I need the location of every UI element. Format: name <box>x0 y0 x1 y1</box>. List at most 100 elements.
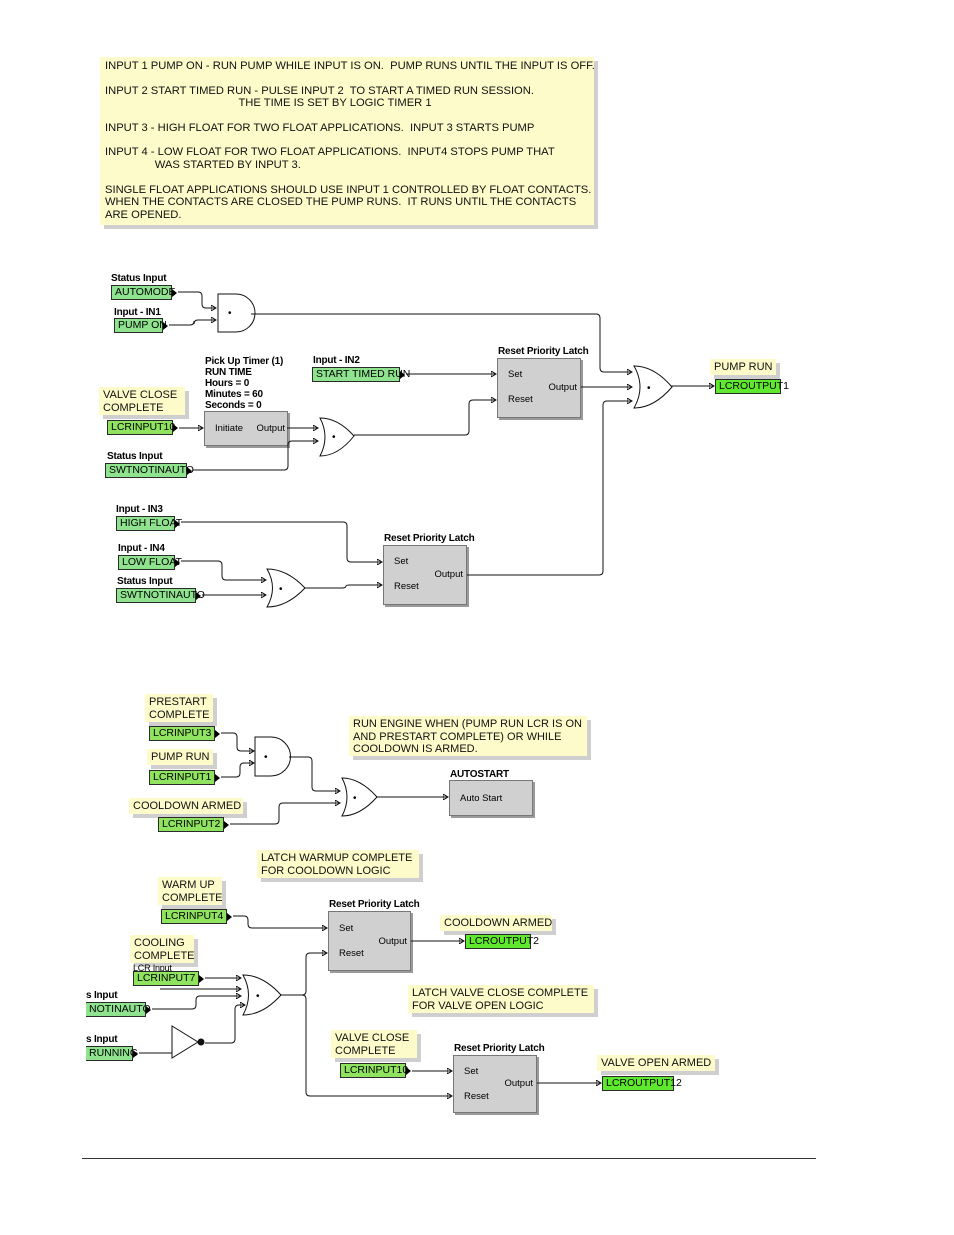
note-line: SINGLE FLOAT APPLICATIONS SHOULD USE INP… <box>105 183 592 196</box>
label-status-input-2: Status Input <box>107 451 163 462</box>
pin-reset: Reset <box>394 581 419 592</box>
note-line: VALVE OPEN ARMED <box>601 1057 712 1069</box>
or-gate-3 <box>341 777 378 817</box>
note-line: ARE OPENED. <box>105 208 182 221</box>
pin-initiate: Initiate <box>215 423 243 434</box>
not-gate <box>171 1025 199 1059</box>
pin-reset: Reset <box>464 1091 489 1102</box>
label-status-input-3: Status Input <box>117 576 173 587</box>
timer-title: Pick Up Timer (1) <box>205 356 284 367</box>
note-line: LATCH WARMUP COMPLETE <box>261 852 413 864</box>
tag-high-float[interactable]: HIGH FLOAT <box>116 516 182 531</box>
label-s-input-1: s Input <box>86 990 118 1001</box>
pin-output: Output <box>548 382 577 393</box>
pin-reset: Reset <box>508 394 533 405</box>
or-gate-main <box>633 365 673 409</box>
autostart-block[interactable]: Auto Start <box>449 780 533 816</box>
pin-reset: Reset <box>339 948 364 959</box>
note-line: INPUT 2 START TIMED RUN - PULSE INPUT 2 … <box>105 84 534 97</box>
tag-pump-on[interactable]: PUMP ON <box>114 318 168 333</box>
latch-4-block[interactable]: Set Output Reset <box>453 1055 537 1113</box>
or-gate-2-symbol: • <box>279 584 283 595</box>
tag-lcroutput2[interactable]: LCROUTPUT2 <box>465 934 539 949</box>
pin-output: Output <box>378 936 407 947</box>
note-line: COMPLETE <box>335 1044 396 1057</box>
tag-automode[interactable]: AUTOMODE <box>111 285 177 300</box>
pin-auto-start: Auto Start <box>460 793 503 804</box>
latch-1-block[interactable]: Set Output Reset <box>497 358 581 418</box>
pin-set: Set <box>339 923 354 934</box>
note-line: INPUT 1 PUMP ON - RUN PUMP WHILE INPUT I… <box>105 60 595 72</box>
note-line: AND PRESTART COMPLETE) OR WHILE <box>353 730 562 743</box>
or-gate-1 <box>319 417 355 457</box>
timer-minutes: Minutes = 60 <box>205 389 263 400</box>
tag-lcroutput1[interactable]: LCROUTPUT1 <box>715 379 789 394</box>
note-line: INPUT 3 - HIGH FLOAT FOR TWO FLOAT APPLI… <box>105 121 535 134</box>
tag-lcrinput3[interactable]: LCRINPUT3 <box>149 726 220 741</box>
and-gate-1 <box>217 293 256 333</box>
note-pump-run-out: PUMP RUN <box>710 359 776 375</box>
note-line: FOR COOLDOWN LOGIC <box>261 864 391 877</box>
pin-set: Set <box>394 556 409 567</box>
note-line: VALVE CLOSE <box>335 1032 410 1044</box>
label-input-in4: Input - IN4 <box>118 543 165 554</box>
note-line: LATCH VALVE CLOSE COMPLETE <box>412 987 589 999</box>
label-latch-2: Reset Priority Latch <box>384 533 475 544</box>
latch-2-block[interactable]: Set Output Reset <box>383 545 467 605</box>
label-latch-4: Reset Priority Latch <box>454 1043 545 1054</box>
note-line: COMPLETE <box>162 891 223 904</box>
note-line: COMPLETE <box>134 949 195 962</box>
pin-set: Set <box>464 1066 479 1077</box>
or-gate-4-symbol: • <box>256 991 260 1002</box>
and-gate-2-symbol: • <box>264 752 268 763</box>
note-line: VALVE CLOSE <box>103 389 178 401</box>
pin-set: Set <box>508 369 523 380</box>
tag-lcrinput10-a[interactable]: LCRINPUT10 <box>107 420 178 435</box>
note-line: COMPLETE <box>149 708 210 721</box>
tag-lcroutput12[interactable]: LCROUTPUT12 <box>602 1076 682 1091</box>
note-line: COMPLETE <box>103 401 164 414</box>
note-line: WARM UP <box>162 879 215 891</box>
tag-start-timed-run[interactable]: START TIMED RUN <box>312 367 410 382</box>
timer-seconds: Seconds = 0 <box>205 400 262 411</box>
latch-3-block[interactable]: Set Output Reset <box>328 911 411 971</box>
label-latch-3: Reset Priority Latch <box>329 899 420 910</box>
label-input-in3: Input - IN3 <box>116 504 163 515</box>
note-line: PRESTART <box>149 696 207 708</box>
note-line: WHEN THE CONTACTS ARE CLOSED THE PUMP RU… <box>105 196 577 209</box>
and-gate-2 <box>254 736 291 777</box>
tag-running[interactable]: RUNNING <box>86 1046 138 1061</box>
tag-swtnotinauto-a[interactable]: SWTNOTINAUTO <box>105 463 194 478</box>
tag-low-float[interactable]: LOW FLOAT <box>118 555 182 570</box>
note-line: COOLDOWN IS ARMED. <box>353 743 478 755</box>
tag-swtnotinauto-b[interactable]: SWTNOTINAUTO <box>116 588 205 603</box>
pin-output: Output <box>504 1078 533 1089</box>
label-lcr-input-small: LCR Input <box>133 963 172 973</box>
pin-output: Output <box>256 423 285 434</box>
tag-notinauto[interactable]: NOTINAUTO <box>86 1002 151 1017</box>
note-line: PUMP RUN <box>714 361 773 373</box>
label-autostart: AUTOSTART <box>450 769 509 780</box>
timer-hours: Hours = 0 <box>205 378 250 389</box>
tag-lcrinput10-b[interactable]: LCRINPUT10 <box>340 1063 411 1078</box>
note-line: WAS STARTED BY INPUT 3. <box>105 158 301 171</box>
tag-lcrinput7[interactable]: LCRINPUT7 <box>133 971 204 986</box>
note-line: COOLDOWN ARMED <box>444 917 553 929</box>
note-valve-open-armed: VALVE OPEN ARMED <box>597 1055 715 1071</box>
footer-rule <box>82 1158 816 1159</box>
tag-lcrinput1[interactable]: LCRINPUT1 <box>149 770 220 785</box>
note-line: PUMP RUN <box>151 751 210 763</box>
timer-name: RUN TIME <box>205 367 252 378</box>
note-cooldown-armed-in: COOLDOWN ARMED <box>129 798 243 814</box>
tag-lcrinput2[interactable]: LCRINPUT2 <box>158 817 229 832</box>
label-input-in2: Input - IN2 <box>313 355 360 366</box>
tag-lcrinput4[interactable]: LCRINPUT4 <box>161 909 232 924</box>
